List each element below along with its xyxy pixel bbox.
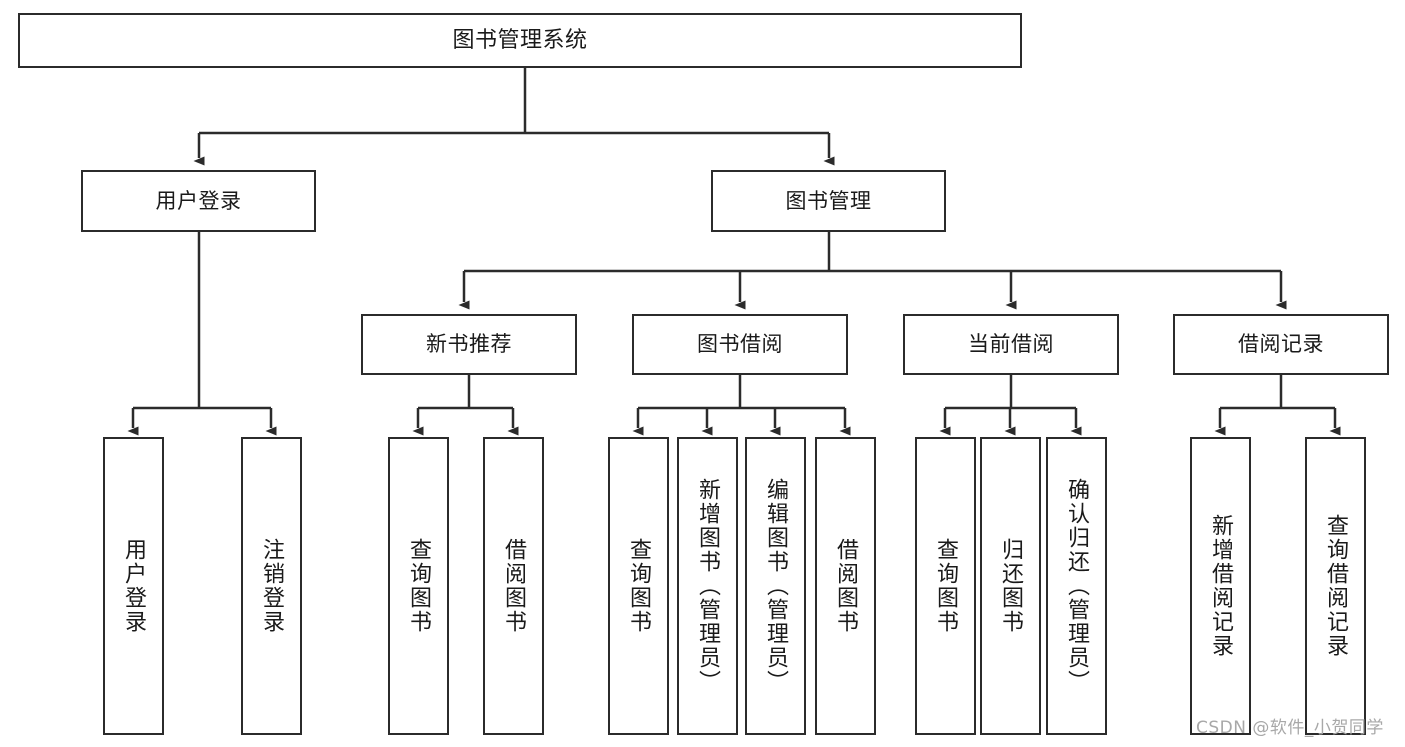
node-root-book-management-system[interactable]: 图书管理系统 xyxy=(18,13,1022,68)
leaf-query-book-recommend[interactable]: 查询图书 xyxy=(388,437,449,735)
node-label: 用户登录 xyxy=(121,538,147,634)
node-label: 借阅图书 xyxy=(501,538,527,634)
leaf-user-logout[interactable]: 注销登录 xyxy=(241,437,302,735)
node-label: 归还图书 xyxy=(998,538,1024,634)
node-label: 当前借阅 xyxy=(968,332,1054,357)
node-label: 图书借阅 xyxy=(697,332,783,357)
leaf-add-borrow-record[interactable]: 新增借阅记录 xyxy=(1190,437,1251,735)
node-label: 查询图书 xyxy=(406,538,432,634)
node-label: 借阅图书 xyxy=(833,538,859,634)
leaf-query-book-borrow[interactable]: 查询图书 xyxy=(608,437,669,735)
leaf-return-book[interactable]: 归还图书 xyxy=(980,437,1041,735)
node-label: 注销登录 xyxy=(259,538,285,634)
node-label: 查询图书 xyxy=(933,538,959,634)
node-label: 查询借阅记录 xyxy=(1323,514,1349,658)
node-borrow-record[interactable]: 借阅记录 xyxy=(1173,314,1389,375)
node-label: 查询图书 xyxy=(626,538,652,634)
leaf-borrow-book-recommend[interactable]: 借阅图书 xyxy=(483,437,544,735)
leaf-confirm-return[interactable]: 确认归还（管理员） xyxy=(1046,437,1107,735)
node-label: 新增借阅记录 xyxy=(1208,514,1234,658)
node-label: 编辑图书（管理员） xyxy=(763,478,789,694)
node-new-book-recommend[interactable]: 新书推荐 xyxy=(361,314,577,375)
leaf-user-login[interactable]: 用户登录 xyxy=(103,437,164,735)
node-label: 新书推荐 xyxy=(426,332,512,357)
leaf-query-borrow-record[interactable]: 查询借阅记录 xyxy=(1305,437,1366,735)
node-label: 确认归还（管理员） xyxy=(1064,478,1090,694)
node-book-borrow[interactable]: 图书借阅 xyxy=(632,314,848,375)
node-user-login[interactable]: 用户登录 xyxy=(81,170,316,232)
leaf-borrow-book[interactable]: 借阅图书 xyxy=(815,437,876,735)
node-label: 图书管理 xyxy=(785,188,872,213)
leaf-add-book[interactable]: 新增图书（管理员） xyxy=(677,437,738,735)
leaf-edit-book[interactable]: 编辑图书（管理员） xyxy=(745,437,806,735)
leaf-query-book-current[interactable]: 查询图书 xyxy=(915,437,976,735)
node-book-management[interactable]: 图书管理 xyxy=(711,170,946,232)
node-current-borrow[interactable]: 当前借阅 xyxy=(903,314,1119,375)
node-label: 借阅记录 xyxy=(1238,332,1324,357)
node-label: 新增图书（管理员） xyxy=(695,478,721,694)
node-label: 图书管理系统 xyxy=(452,27,588,53)
watermark-text: CSDN @软件_小贺同学 xyxy=(1196,718,1384,738)
node-label: 用户登录 xyxy=(155,188,242,213)
